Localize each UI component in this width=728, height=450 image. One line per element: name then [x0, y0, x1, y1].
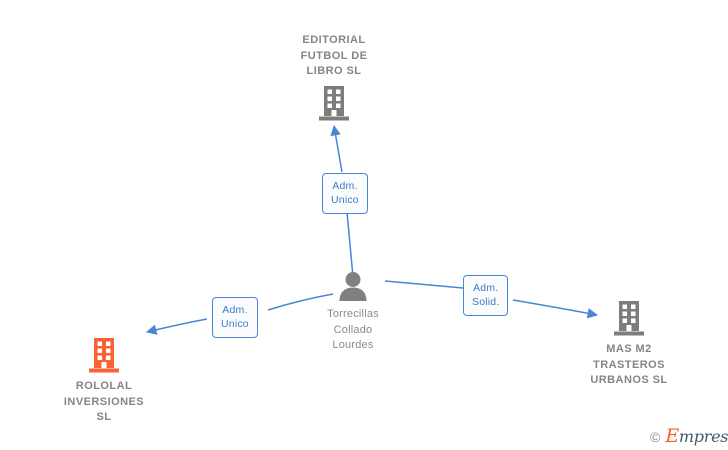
person-icon	[273, 271, 433, 301]
node-rololal-inversiones-sl[interactable]: ROLOLAL INVERSIONES SL	[24, 337, 184, 426]
brand-logo-text: Empresia	[665, 427, 728, 446]
node-label-editorial: EDITORIAL FUTBOL DE LIBRO SL	[300, 34, 368, 77]
edge-person-to-mas-m2	[384, 280, 599, 319]
node-label-mas-m2: MAS M2 TRASTEROS URBANOS SL	[590, 343, 668, 386]
edge-person-to-rololal	[145, 293, 334, 335]
node-label-person: Torrecillas Collado Lourdes	[327, 308, 379, 351]
edge-person-to-editorial	[330, 124, 354, 278]
brand-rest: mpresia	[678, 427, 728, 446]
building-icon	[24, 337, 184, 375]
building-icon	[549, 300, 709, 338]
node-editorial-futbol-de-libro-sl[interactable]: EDITORIAL FUTBOL DE LIBRO SL	[254, 33, 414, 123]
copyright-icon: ©	[650, 428, 661, 445]
node-torrecillas-collado-lourdes[interactable]: Torrecillas Collado Lourdes	[273, 271, 433, 354]
edge-chip-adm-unico-editorial[interactable]: Adm. Unico	[322, 173, 368, 214]
node-label-rololal: ROLOLAL INVERSIONES SL	[63, 380, 145, 423]
building-icon	[254, 80, 414, 123]
brand-initial: E	[665, 425, 679, 447]
node-mas-m2-trasteros-urbanos-sl[interactable]: MAS M2 TRASTEROS URBANOS SL	[549, 300, 709, 389]
edge-chip-adm-solid-mas-m2[interactable]: Adm. Solid.	[463, 275, 509, 316]
edge-chip-adm-unico-rololal[interactable]: Adm. Unico	[212, 297, 258, 338]
empresia-watermark: © Empresia	[650, 427, 728, 446]
